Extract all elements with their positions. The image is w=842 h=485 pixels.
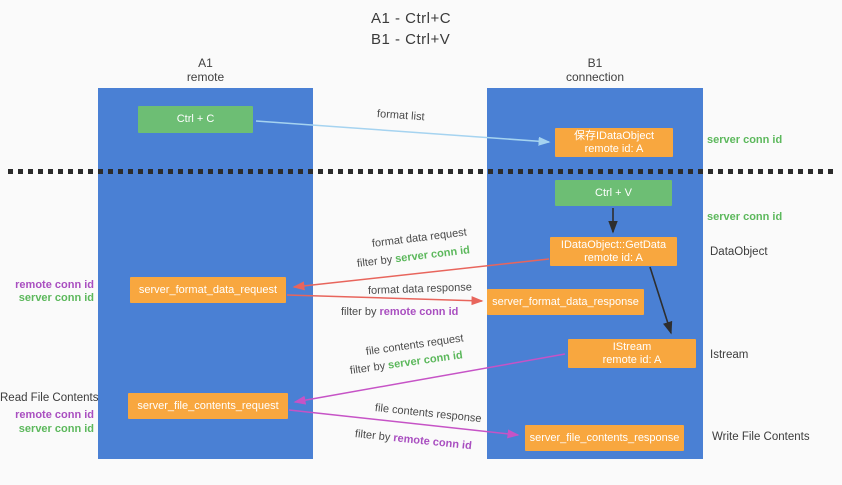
filter-prefix-4: filter by <box>354 428 394 444</box>
annotation-read-file-contents: Read File Contents <box>0 392 99 404</box>
node-server-file-contents-request: server_file_contents_request <box>128 393 288 419</box>
filter-key-server-conn-id-1: server conn id <box>394 244 471 266</box>
session-divider-line <box>8 169 836 174</box>
node-server-file-contents-response-label: server_file_contents_response <box>529 431 680 444</box>
filter-prefix-1: filter by <box>356 253 396 270</box>
title-line-1: A1 - Ctrl+C <box>371 10 452 27</box>
node-save-idataobject-line2: remote id: A <box>584 142 644 155</box>
node-server-format-data-request-label: server_format_data_request <box>138 283 278 296</box>
lane-a-header: A1 remote <box>98 56 313 84</box>
annotation-server-conn-id-left-1: server conn id <box>18 292 94 304</box>
lane-b-header: B1 connection <box>487 56 703 84</box>
node-ctrl-c-label: Ctrl + C <box>176 113 215 125</box>
label-filter-by-remote-conn-id-1: filter by remote conn id <box>341 306 458 318</box>
node-server-format-data-response: server_format_data_response <box>487 289 644 315</box>
node-idataobject-getdata: IDataObject::GetData remote id: A <box>550 237 677 266</box>
annotation-istream: Istream <box>710 349 749 361</box>
filter-key-remote-conn-id-1: remote conn id <box>379 306 459 318</box>
lane-a-name: A1 <box>198 56 213 70</box>
node-idataobject-getdata-line2: remote id: A <box>584 251 643 264</box>
node-server-file-contents-request-label: server_file_contents_request <box>137 399 279 412</box>
node-save-idataobject: 保存IDataObject remote id: A <box>555 128 673 157</box>
node-server-format-data-request: server_format_data_request <box>130 277 286 303</box>
annotation-remote-conn-id-left-2: remote conn id <box>15 409 94 421</box>
annotation-server-conn-id-left-2: server conn id <box>18 423 94 435</box>
annotation-server-conn-id-right-1: server conn id <box>707 134 783 146</box>
node-server-file-contents-response: server_file_contents_response <box>525 425 684 451</box>
diagram-title: A1 - Ctrl+C B1 - Ctrl+V <box>371 8 451 50</box>
annotation-dataobject: DataObject <box>710 246 768 258</box>
title-line-2: B1 - Ctrl+V <box>371 31 451 48</box>
filter-key-remote-conn-id-2: remote conn id <box>392 432 473 453</box>
annotation-server-conn-id-right-2: server conn id <box>707 211 783 223</box>
label-format-data-response: format data response <box>367 281 473 297</box>
node-istream-line2: remote id: A <box>602 353 662 366</box>
lane-b-name: B1 <box>587 56 603 70</box>
node-istream: IStream remote id: A <box>568 339 696 368</box>
node-save-idataobject-line1: 保存IDataObject <box>573 129 655 142</box>
node-idataobject-getdata-line1: IDataObject::GetData <box>560 238 667 251</box>
annotation-write-file-contents: Write File Contents <box>712 431 810 443</box>
node-istream-line1: IStream <box>612 340 652 353</box>
lane-b-subtitle: connection <box>565 70 625 84</box>
node-ctrl-v: Ctrl + V <box>555 180 672 206</box>
node-ctrl-c: Ctrl + C <box>138 106 253 133</box>
label-format-list: format list <box>376 108 425 124</box>
label-filter-by-remote-conn-id-2: filter by remote conn id <box>354 428 472 452</box>
annotation-remote-conn-id-left-1: remote conn id <box>15 279 94 291</box>
filter-prefix-3: filter by <box>349 359 389 377</box>
node-server-format-data-response-label: server_format_data_response <box>492 295 639 308</box>
node-ctrl-v-label: Ctrl + V <box>595 186 632 199</box>
label-file-contents-response: file contents response <box>374 402 483 426</box>
filter-prefix-2: filter by <box>341 306 380 318</box>
lane-a-subtitle: remote <box>186 70 225 84</box>
